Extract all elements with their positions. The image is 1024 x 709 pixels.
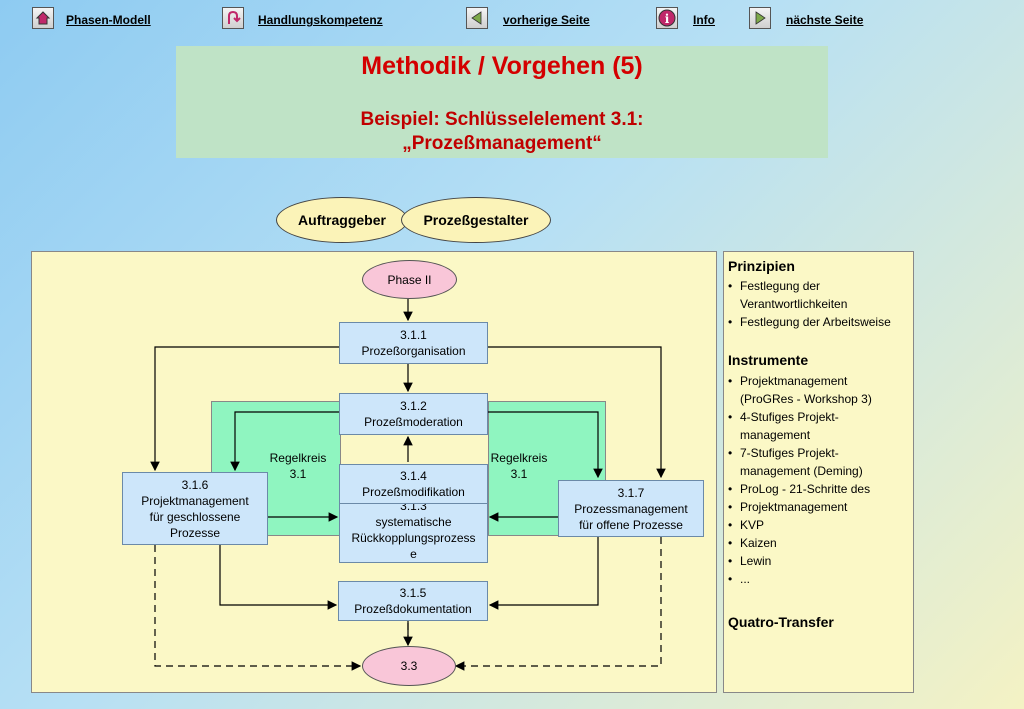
- instrumente-item: Lewin: [728, 552, 912, 570]
- instrumente-item-9: ...: [740, 572, 751, 586]
- quatro-transfer-heading: Quatro-Transfer: [728, 614, 834, 630]
- node-3-1-4[interactable]: 3.1.4 Prozeßmodifikation: [339, 464, 488, 504]
- instrumente-heading: Instrumente: [728, 352, 809, 368]
- subtitle-line-1: Beispiel: Schlüsselelement 3.1:: [360, 109, 644, 130]
- node-3-1-1-number: 3.1.1: [400, 328, 427, 342]
- title-banner: Methodik / Vorgehen (5) Beispiel: Schlüs…: [176, 46, 828, 158]
- node-3-1-1[interactable]: 3.1.1 Prozeßorganisation: [339, 322, 488, 364]
- node-3-1-1-label: Prozeßorganisation: [361, 344, 466, 358]
- forward-arrow-icon[interactable]: [749, 7, 771, 29]
- regelkreis-left-label: Regelkreis 3.1: [262, 450, 334, 482]
- info-icon[interactable]: i: [656, 7, 678, 29]
- node-3-1-7[interactable]: 3.1.7 Prozessmanagement für offene Proze…: [558, 480, 704, 537]
- node-3-1-7-line1: Prozessmanagement: [574, 501, 688, 516]
- instrumente-item-2-line2: management: [740, 428, 811, 442]
- instrumente-item: 4-Stufiges Projekt-management: [728, 408, 912, 444]
- node-3-1-5-label: Prozeßdokumentation: [354, 602, 472, 616]
- nav-phasen-modell[interactable]: Phasen-Modell: [66, 13, 151, 27]
- node-3-1-3-line3: e: [410, 547, 417, 561]
- prinzipien-item-1-line1: Festlegung der: [740, 279, 821, 293]
- instrumente-item: Projektmanagement: [728, 498, 912, 516]
- instrumente-item-4: ProLog - 21-Schritte des: [740, 482, 871, 496]
- node-3-1-7-number: 3.1.7: [617, 485, 645, 500]
- node-phase-ii[interactable]: Phase II: [362, 260, 457, 299]
- prinzipien-item: Festlegung der Arbeitsweise: [728, 313, 912, 331]
- node-3-1-2[interactable]: 3.1.2 Prozeßmoderation: [339, 393, 488, 435]
- instrumente-item: Kaizen: [728, 534, 912, 552]
- role-prozessgestalter: Prozeßgestalter: [401, 197, 551, 243]
- prinzipien-heading: Prinzipien: [728, 258, 795, 274]
- nav-handlungskompetenz[interactable]: Handlungskompetenz: [258, 13, 383, 27]
- node-3-1-4-label: Prozeßmodifikation: [362, 485, 465, 499]
- instrumente-item-2-line1: 4-Stufiges Projekt-: [740, 410, 839, 424]
- node-3-1-3-line2: Rückkopplungsprozess: [351, 531, 476, 545]
- node-3-1-6[interactable]: 3.1.6 Projektmanagement für geschlossene…: [122, 472, 268, 545]
- instrumente-item-1-line2: (ProGRes - Workshop 3): [740, 392, 872, 406]
- instrumente-item: KVP: [728, 516, 912, 534]
- instrumente-item: ProLog - 21-Schritte des: [728, 480, 912, 498]
- regelkreis-left-line2: 3.1: [289, 467, 307, 481]
- svg-text:i: i: [665, 12, 670, 26]
- nav-vorherige-seite[interactable]: vorherige Seite: [503, 13, 590, 27]
- u-turn-icon[interactable]: [222, 7, 244, 29]
- node-3-1-2-number: 3.1.2: [400, 399, 427, 413]
- role-auftraggeber: Auftraggeber: [276, 197, 408, 243]
- regelkreis-right-label: Regelkreis 3.1: [483, 450, 555, 482]
- prinzipien-item-1-line2: Verantwortlichkeiten: [740, 297, 848, 311]
- instrumente-item-3-line1: 7-Stufiges Projekt-: [740, 446, 839, 460]
- node-3-1-6-line1: Projektmanagement: [141, 493, 249, 508]
- instrumente-item-5: Projektmanagement: [740, 500, 848, 514]
- nav-info[interactable]: Info: [693, 13, 715, 27]
- node-3-1-7-line2: für offene Prozesse: [579, 517, 683, 532]
- node-3-1-6-number: 3.1.6: [181, 477, 209, 492]
- instrumente-item-8: Lewin: [740, 554, 772, 568]
- node-3-1-2-label: Prozeßmoderation: [364, 415, 463, 429]
- instrumente-item-6: KVP: [740, 518, 765, 532]
- page-subtitle: Beispiel: Schlüsselelement 3.1: „Prozeßm…: [176, 108, 828, 156]
- node-3-1-5[interactable]: 3.1.5 Prozeßdokumentation: [338, 581, 488, 621]
- instrumente-item-3-line2: management (Deming): [740, 464, 863, 478]
- home-icon[interactable]: [32, 7, 54, 29]
- subtitle-line-2: „Prozeßmanagement“: [402, 133, 602, 154]
- node-3-1-5-number: 3.1.5: [399, 586, 427, 600]
- regelkreis-left-line1: Regelkreis: [269, 451, 327, 465]
- node-3-3[interactable]: 3.3: [362, 646, 456, 686]
- instrumente-item: Projektmanagement (ProGRes - Workshop 3): [728, 372, 912, 408]
- back-arrow-icon[interactable]: [466, 7, 488, 29]
- nav-naechste-seite[interactable]: nächste Seite: [786, 13, 864, 27]
- prinzipien-item-2-line1: Festlegung der Arbeitsweise: [740, 315, 891, 329]
- node-3-1-3[interactable]: 3.1.3 systematische Rückkopplungsprozess…: [339, 497, 488, 563]
- page-title: Methodik / Vorgehen (5): [361, 52, 643, 80]
- node-3-1-6-line2: für geschlossene: [149, 509, 241, 524]
- node-3-1-3-line1: systematische: [375, 515, 452, 529]
- instrumente-item: 7-Stufiges Projekt-management (Deming): [728, 444, 912, 480]
- node-3-1-4-number: 3.1.4: [400, 469, 427, 483]
- instrumente-list: Projektmanagement(ProGRes - Workshop 3) …: [728, 372, 912, 588]
- instrumente-item-7: Kaizen: [740, 536, 777, 550]
- regelkreis-right-line2: 3.1: [510, 467, 528, 481]
- instrumente-item: ...: [728, 570, 912, 588]
- regelkreis-right-line1: Regelkreis: [490, 451, 548, 465]
- instrumente-item-1-line1: Projektmanagement: [740, 374, 848, 388]
- node-3-1-6-line3: Prozesse: [169, 525, 221, 540]
